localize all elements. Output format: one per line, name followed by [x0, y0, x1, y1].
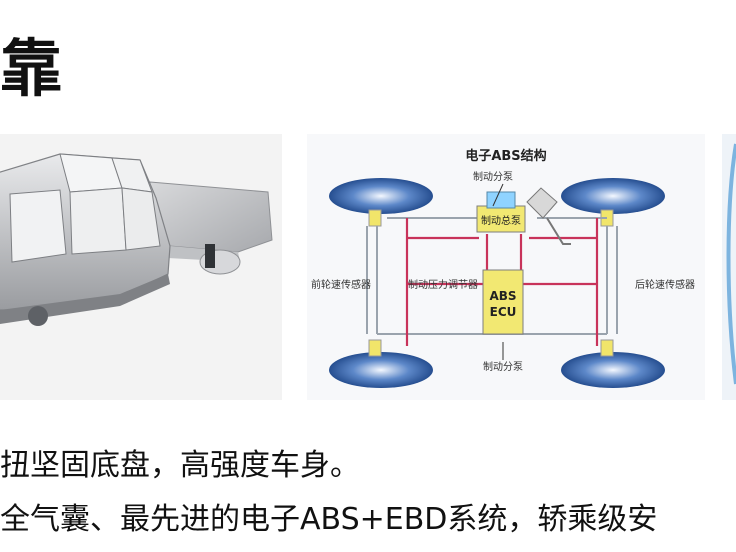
- label-brake-distributor-top: 制动分泵: [473, 170, 513, 183]
- label-pressure-regulator: 制动压力调节器: [408, 278, 478, 291]
- abs-diagram-svg: 电子ABS结构 ABS ECU 制动分泵 制动总泵 前轮速传感器 制动压力调节器: [311, 148, 695, 388]
- rear-left-wheel: [329, 352, 433, 388]
- abs-ecu-label-line2: ECU: [490, 305, 517, 319]
- top-band: [0, 0, 736, 22]
- front-right-wheel: [561, 178, 665, 214]
- label-front-sensor: 前轮速传感器: [311, 278, 371, 291]
- right-image-edge: [722, 134, 736, 400]
- car-frame-illustration: [0, 153, 273, 326]
- abs-ecu-label-line1: ABS: [489, 289, 516, 303]
- rear-right-wheel: [561, 352, 665, 388]
- abs-structure-diagram: 电子ABS结构 ABS ECU 制动分泵 制动总泵 前轮速传感器 制动压力调节器: [307, 134, 705, 400]
- front-left-wheel: [329, 178, 433, 214]
- label-brake-distributor-bottom: 制动分泵: [483, 360, 523, 373]
- label-master-cylinder: 制动总泵: [481, 214, 521, 227]
- bullet-line-1: 扭坚固底盘，高强度车身。: [0, 448, 360, 483]
- car-body-image: [0, 134, 282, 400]
- page-title: 靠: [0, 32, 63, 105]
- label-rear-sensor: 后轮速传感器: [635, 278, 695, 291]
- abs-ecu: [482, 269, 524, 335]
- bullet-line-2: 全气囊、最先进的电子ABS+EBD系统，轿乘级安: [0, 502, 658, 537]
- diagram-title: 电子ABS结构: [465, 148, 546, 164]
